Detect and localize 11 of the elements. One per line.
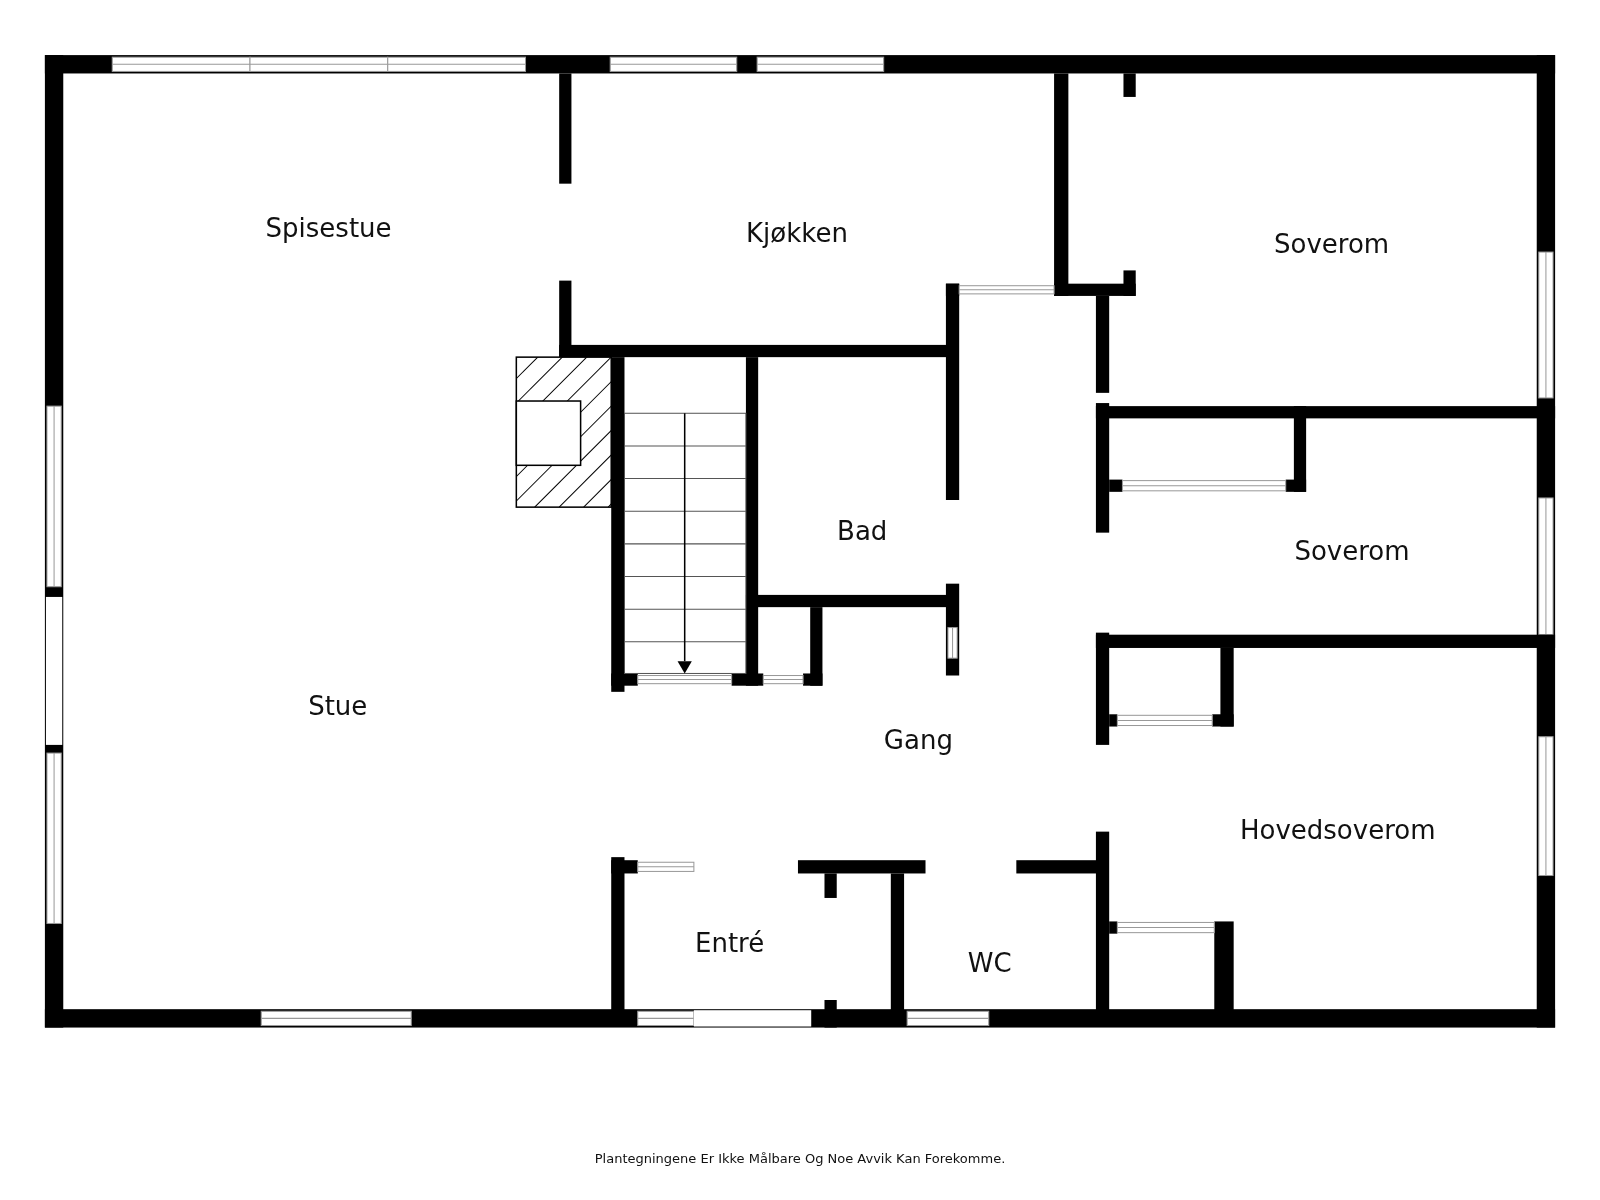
room-label: Kjøkken bbox=[746, 217, 848, 248]
room-label: Spisestue bbox=[265, 212, 392, 243]
room-label: Entré bbox=[694, 927, 765, 958]
room-label: Soverom bbox=[1274, 228, 1390, 259]
disclaimer-note: Plantegningene Er Ikke Målbare Og Noe Avvik Kan Forekomme. bbox=[594, 1150, 1006, 1166]
room-label: Soverom bbox=[1294, 536, 1410, 566]
room-label: Hovedsoverom bbox=[1240, 814, 1436, 845]
room-label: Stue bbox=[308, 691, 368, 722]
room-label: WC bbox=[967, 948, 1012, 979]
room-label: Gang bbox=[883, 724, 953, 755]
room-label: Bad bbox=[837, 515, 888, 546]
